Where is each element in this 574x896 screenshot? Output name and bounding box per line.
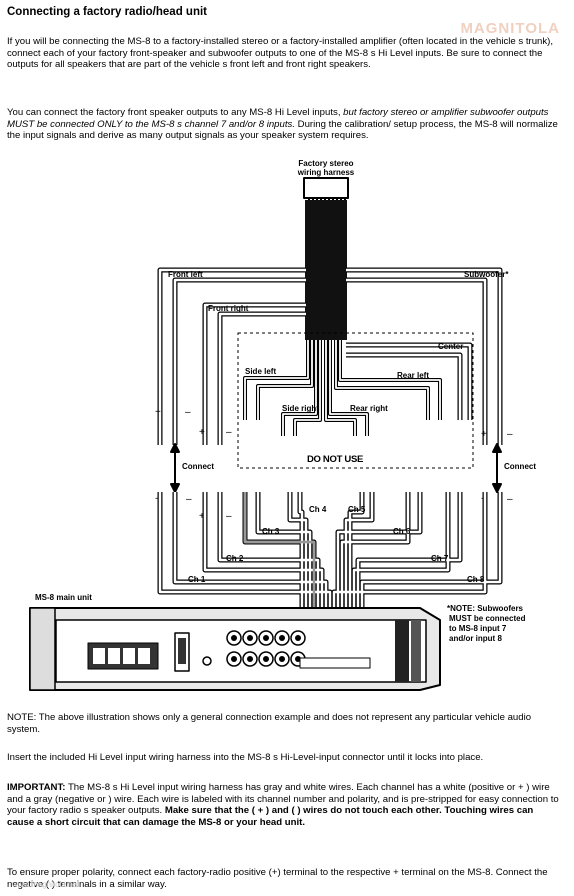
watermark-logo: MAGNITOLA	[460, 20, 560, 37]
minus-sign: –	[507, 494, 513, 505]
rear-right-label: Rear right	[350, 404, 388, 413]
channel-label-1: Ch 1	[188, 575, 206, 584]
do-not-use-label: DO NOT USE	[307, 454, 363, 465]
connection-paragraph: You can connect the factory front speake…	[7, 107, 563, 142]
important-paragraph: IMPORTANT: The MS-8 s Hi Level input wir…	[7, 782, 563, 828]
plus-sign: +	[155, 407, 161, 418]
wiring-diagram: Factory stereo wiring harness	[29, 159, 536, 691]
channel-label-4: Ch 4	[309, 505, 327, 514]
connection-text-a: You can connect the factory front speake…	[7, 107, 344, 118]
sub-note-line3: to MS-8 input 7	[449, 624, 507, 633]
do-not-use-box	[237, 332, 474, 469]
connect-arrow-left	[170, 443, 180, 493]
illustration-note: NOTE: The above illustration shows only …	[7, 712, 532, 735]
channel-label-8: Ch 8	[467, 575, 485, 584]
minus-sign: –	[185, 407, 191, 418]
important-warning: Make sure that the ( + ) and ( ) wires d…	[7, 805, 534, 828]
important-text: The MS-8 s Hi Level input wiring harness…	[7, 782, 559, 817]
sub-note-line2: MUST be connected	[449, 614, 526, 623]
plus-sign: +	[481, 429, 487, 440]
minus-sign: –	[507, 429, 513, 440]
harness-label-line2: wiring harness	[297, 168, 355, 177]
channel-label-6: Ch 6	[393, 527, 411, 536]
harness-plug	[303, 177, 349, 199]
footer-watermark: www.magnitola.net	[12, 880, 80, 889]
channel-label-5: Ch 5	[348, 505, 366, 514]
insert-instruction: Insert the included Hi Level input wirin…	[7, 752, 484, 763]
minus-sign: –	[226, 511, 232, 522]
harness-label-line1: Factory stereo	[298, 159, 353, 168]
minus-sign: –	[226, 427, 232, 438]
front-right-label: Front right	[208, 304, 249, 313]
plus-sign: +	[199, 511, 205, 522]
subwoofer-label: Subwoofer*	[464, 270, 509, 279]
rear-left-label: Rear left	[397, 371, 429, 380]
connection-text-warning: but factory stereo or amplifier subwoofe…	[7, 107, 549, 130]
channel-label-7: Ch 7	[431, 554, 449, 563]
plus-sign: +	[199, 427, 205, 438]
sub-note-line4: and/or input 8	[449, 634, 502, 643]
connect-arrow-right	[492, 443, 502, 493]
channel-label-3: Ch 3	[262, 527, 280, 536]
main-unit-label: MS-8 main unit	[35, 593, 92, 602]
page-title: Connecting a factory radio/head unit	[7, 6, 207, 18]
connection-text-c: During the calibration/ setup process, t…	[7, 118, 558, 142]
front-left-label: Front left	[168, 270, 203, 279]
center-label: Center	[438, 342, 463, 351]
ms8-main-unit	[29, 607, 441, 691]
connect-right-label: Connect	[504, 462, 536, 471]
side-right-label: Side right	[282, 404, 319, 413]
intro-paragraph: If you will be connecting the MS-8 to a …	[7, 36, 554, 71]
polarity-paragraph: To ensure proper polarity, connect each …	[7, 867, 548, 890]
channel-label-2: Ch 2	[226, 554, 244, 563]
connect-left-label: Connect	[182, 462, 214, 471]
sub-note-line1: *NOTE: Subwoofers	[447, 604, 524, 613]
minus-sign: –	[186, 494, 192, 505]
side-left-label: Side left	[245, 367, 276, 376]
important-label: IMPORTANT:	[7, 782, 66, 793]
